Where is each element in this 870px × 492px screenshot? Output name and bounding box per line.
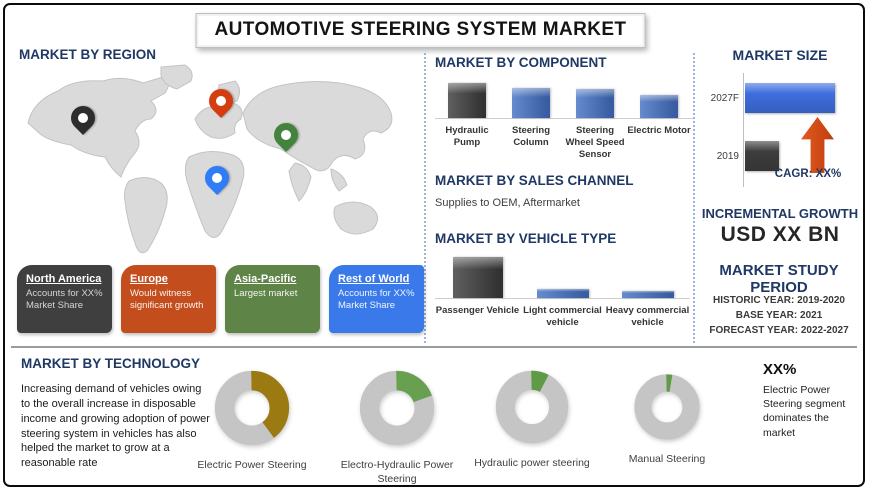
page-title: AUTOMOTIVE STEERING SYSTEM MARKET [195,13,646,48]
market-size-axis [743,73,744,187]
base-year: BASE YEAR: 2021 [735,310,823,321]
region-box-desc: Accounts for XX% Market Share [338,288,415,311]
bar-light-commercial-vehicle [536,288,589,298]
bar-electric-motor [640,94,678,118]
vehicle-bar-chart [435,257,690,299]
technology-heading: MARKET BY TECHNOLOGY [21,356,201,371]
region-box-asia-pacific: Asia-Pacific Largest market [225,265,320,333]
donut-label: Electro-Hydraulic Power Steering [340,459,454,485]
historic-year: HISTORIC YEAR: 2019-2020 [713,295,845,306]
donut-chart-icon [214,370,290,446]
market-size-category: 2027F [710,92,739,104]
region-box-desc: Largest market [234,288,298,299]
bar-label: Passenger Vehicle [435,305,520,316]
vehicle-bar-labels: Passenger Vehicle Light commercial vehic… [435,301,690,329]
vehicle-type-heading: MARKET BY VEHICLE TYPE [435,231,617,246]
sales-channel-text: Supplies to OEM, Aftermarket [435,197,580,209]
donut-label: Manual Steering [628,453,706,465]
region-box-desc: Would witness significant growth [130,288,204,311]
region-box-desc: Accounts for XX% Market Share [26,288,103,311]
infographic-root: AUTOMOTIVE STEERING SYSTEM MARKET MARKET… [3,3,865,487]
incremental-growth-heading: INCREMENTAL GROWTH [701,206,859,221]
region-box-title: Asia-Pacific [234,273,297,285]
component-bar-chart [435,83,693,119]
divider-middle-right [693,53,695,343]
donut-electric-power-steering: Electric Power Steering [187,367,317,473]
market-size-chart: 2027F 2019 [701,71,863,189]
market-size-heading: MARKET SIZE [732,47,828,63]
donut-chart-icon [495,370,569,444]
bar-passenger-vehicle [452,257,503,298]
divider-left-middle [424,53,426,343]
region-box-north-america: North America Accounts for XX% Market Sh… [17,265,112,333]
study-period-heading: MARKET STUDY PERIOD [719,262,839,296]
bar-heavy-commercial-vehicle [621,290,674,298]
region-box-title: North America [26,273,102,285]
highlight-desc: Electric Power Steering segment dominate… [763,384,846,439]
technology-highlight: XX% Electric Power Steering segment domi… [763,361,863,440]
donut-chart-icon [634,374,700,440]
study-period-lines: HISTORIC YEAR: 2019-2020 BASE YEAR: 2021… [693,293,863,338]
donut-label: Electric Power Steering [197,459,307,471]
bar-label: Steering Wheel Speed Sensor [565,125,625,160]
bar-steering-wheel-speed-sensor [576,88,614,118]
donut-electro-hydraulic-power-steering: Electro-Hydraulic Power Steering [332,367,462,485]
component-heading: MARKET BY COMPONENT [435,55,607,70]
bar-label: Light commercial vehicle [523,305,602,328]
donut-manual-steering: Manual Steering [602,371,732,467]
world-map-graphic [27,64,393,254]
incremental-growth-value: USD XX BN [720,223,840,246]
bar-label: Heavy commercial vehicle [605,305,690,328]
donut-hydraulic-power-steering: Hydraulic power steering [467,367,597,471]
world-map [13,61,418,263]
market-size-category: 2019 [716,150,739,162]
bar-hydraulic-pump [448,83,486,118]
region-box-europe: Europe Would witness significant growth [121,265,216,333]
bar-label: Steering Column [511,125,550,148]
bar-2027f [745,83,835,113]
bar-steering-column [512,87,550,118]
region-box-rest-of-world: Rest of World Accounts for XX% Market Sh… [329,265,424,333]
bar-2019 [745,141,780,171]
region-box-title: Europe [130,273,168,285]
sales-channel-heading: MARKET BY SALES CHANNEL [435,173,634,188]
highlight-value: XX% [763,361,797,378]
region-boxes: North America Accounts for XX% Market Sh… [17,265,424,333]
donut-label: Hydraulic power steering [474,457,590,469]
region-box-title: Rest of World [338,273,410,285]
forecast-year: FORECAST YEAR: 2022-2027 [709,325,849,336]
component-bar-labels: Hydraulic Pump Steering Column Steering … [435,121,693,161]
cagr-label: CAGR: XX% [774,168,842,180]
section-divider [11,346,857,348]
technology-paragraph: Increasing demand of vehicles owing to t… [21,383,210,470]
bar-label: Hydraulic Pump [445,125,489,148]
region-heading: MARKET BY REGION [19,47,157,62]
bar-label: Electric Motor [627,125,691,136]
donut-chart-icon [359,370,435,446]
